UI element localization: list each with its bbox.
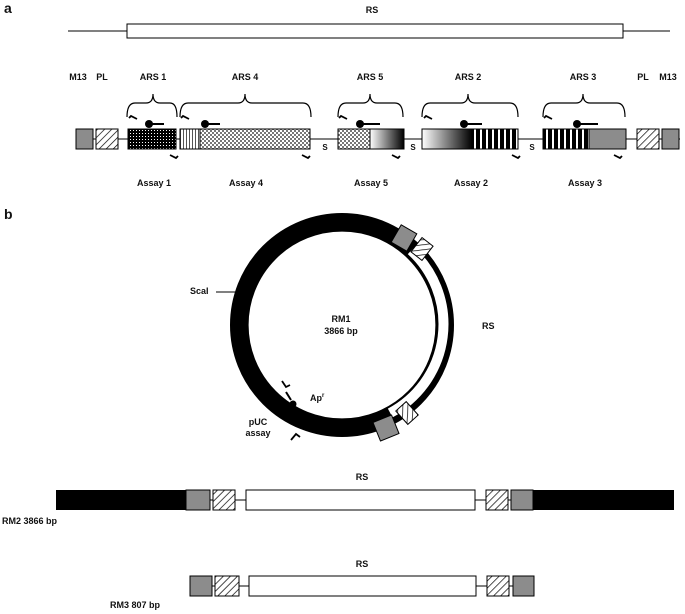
rev-primer-4	[301, 154, 311, 160]
fwd-primer-1	[128, 114, 138, 120]
m13-right-label: M13	[659, 72, 677, 82]
assay3-label: Assay 3	[568, 178, 602, 188]
ars4-label: ARS 4	[232, 72, 259, 82]
plasmid-grey-bottom	[372, 414, 400, 442]
ars2-brace	[421, 93, 519, 118]
pl-right-label: PL	[637, 72, 649, 82]
fwd-primer-2	[423, 114, 433, 120]
pl-left-box	[95, 128, 119, 150]
m13-left-label: M13	[69, 72, 87, 82]
rm3-hatch-left	[214, 575, 240, 597]
rm2-grey-right	[510, 489, 534, 511]
ars4-segment-a	[179, 128, 201, 150]
ars5-segment-check	[337, 128, 371, 150]
forward-primers	[128, 114, 553, 120]
rm3-grey-right	[512, 575, 535, 597]
plasmid-primer-top	[281, 380, 291, 389]
assay4-label: Assay 4	[229, 178, 263, 188]
probe-4	[201, 120, 220, 128]
ars1-segment	[127, 128, 177, 150]
ars1-brace	[126, 93, 178, 118]
rm2-rs-label: RS	[356, 472, 369, 482]
pl-right-box	[636, 128, 660, 150]
fwd-primer-4	[180, 114, 190, 120]
rev-primer-5	[391, 154, 401, 160]
rm3-map: RS RM3 807 bp	[110, 559, 535, 610]
rm2-hatch-left	[212, 489, 236, 511]
panel-b-letter: b	[4, 206, 13, 222]
rm3-label: RM3 807 bp	[110, 600, 161, 610]
rs-label-a: RS	[366, 5, 379, 15]
rm3-rs-label: RS	[356, 559, 369, 569]
apr-label: Apr	[310, 393, 325, 403]
ars-braces	[126, 93, 626, 118]
plasmid-rm1	[230, 213, 454, 442]
plasmid-probe	[285, 391, 297, 408]
probe-5	[356, 120, 380, 128]
rs-label-plasmid: RS	[482, 321, 495, 331]
rm2-map: RS RM2 3866 bp	[2, 472, 674, 526]
rm2-rs-box	[245, 489, 476, 511]
panel-a-letter: a	[4, 0, 12, 16]
rm2-black-left	[56, 490, 186, 510]
rm3-rs-box	[248, 575, 477, 597]
s-label-3: S	[529, 143, 535, 152]
scai-label: ScaI	[190, 286, 209, 296]
plasmid-hatch-top	[410, 236, 434, 262]
reverse-primers	[169, 154, 623, 160]
plasmid-grey-top	[390, 224, 418, 252]
ars3-label: ARS 3	[570, 72, 597, 82]
ars3-segment-grey	[588, 128, 627, 150]
ars3-brace	[542, 93, 626, 118]
ars2-segment-grad	[421, 128, 473, 150]
assay-label-b: assay	[245, 428, 270, 438]
s-label-1: S	[322, 143, 328, 152]
rm2-hatch-right	[485, 489, 509, 511]
rev-primer-1	[169, 154, 179, 160]
m13-left-box	[75, 128, 94, 150]
plasmid-size: 3866 bp	[324, 326, 358, 336]
assay1-label: Assay 1	[137, 178, 171, 188]
rm3-hatch-right	[486, 575, 510, 597]
ars1-label: ARS 1	[140, 72, 167, 82]
pl-left-label: PL	[96, 72, 108, 82]
ars2-segment-bars	[471, 128, 519, 150]
rm2-grey-left	[185, 489, 211, 511]
plasmid-name: RM1	[331, 314, 350, 324]
rev-primer-2	[511, 154, 521, 160]
ars3-segment-bars	[542, 128, 590, 150]
rm3-grey-left	[189, 575, 213, 597]
ars2-label: ARS 2	[455, 72, 482, 82]
assay5-label: Assay 5	[354, 178, 388, 188]
assay2-label: Assay 2	[454, 178, 488, 188]
s-label-2: S	[410, 143, 416, 152]
fwd-primer-5	[338, 114, 348, 120]
probe-1	[145, 120, 164, 128]
probes	[145, 120, 598, 128]
ars5-segment-grad	[369, 128, 405, 150]
m13-right-box	[661, 128, 680, 150]
plasmid-hatch-bottom	[395, 400, 419, 426]
puc-label: pUC	[249, 417, 268, 427]
rs-box-a	[126, 23, 624, 39]
ars4-brace	[179, 93, 312, 118]
probe-2	[460, 120, 482, 128]
plasmid-primer-bottom	[290, 432, 301, 441]
ars5-label: ARS 5	[357, 72, 384, 82]
probe-3	[573, 120, 598, 128]
ars5-brace	[337, 93, 404, 118]
ars4-segment-b	[199, 128, 311, 150]
fwd-primer-3	[543, 114, 553, 120]
rev-primer-3	[613, 154, 623, 160]
plasmid-primers	[281, 380, 301, 441]
rm2-black-right	[533, 490, 674, 510]
rm2-label: RM2 3866 bp	[2, 516, 58, 526]
